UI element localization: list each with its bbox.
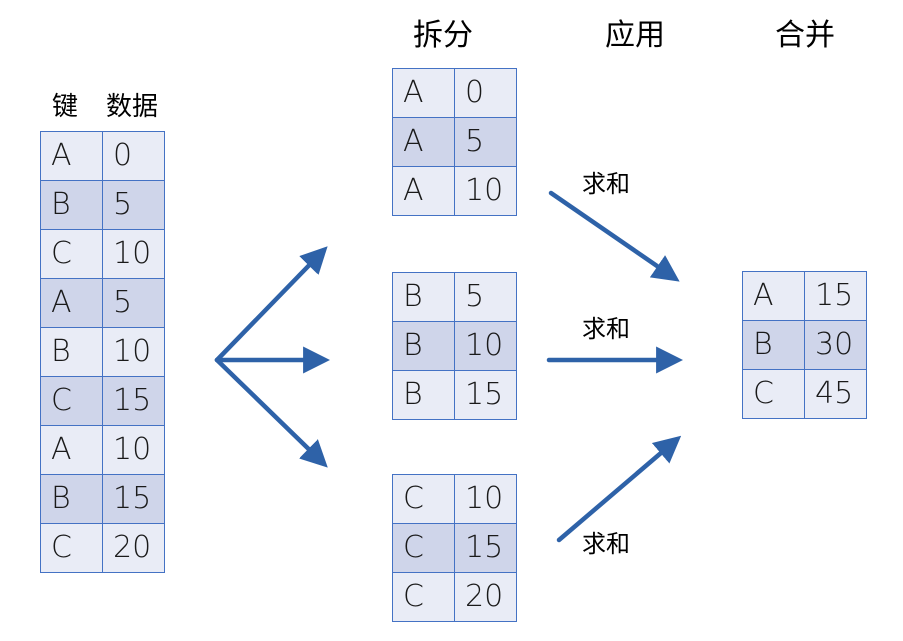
key-cell: B xyxy=(40,180,103,230)
value-cell: 10 xyxy=(102,229,165,279)
value-cell: 15 xyxy=(804,271,867,321)
value-cell: 5 xyxy=(102,278,165,328)
apply-stage-header: 应用 xyxy=(605,18,665,53)
key-cell: A xyxy=(392,117,455,167)
key-cell: C xyxy=(392,523,455,573)
value-cell: 10 xyxy=(454,474,517,524)
key-cell: C xyxy=(742,369,805,419)
apply-label-b: 求和 xyxy=(582,315,630,343)
key-cell: B xyxy=(40,474,103,524)
key-cell: B xyxy=(742,320,805,370)
value-cell: 10 xyxy=(454,321,517,371)
split-stage-header: 拆分 xyxy=(413,18,473,53)
key-cell: A xyxy=(392,68,455,118)
data-column-header: 数据 xyxy=(106,92,159,122)
key-cell: C xyxy=(40,229,103,279)
value-cell: 10 xyxy=(454,166,517,216)
key-cell: B xyxy=(40,327,103,377)
apply-arrow-a xyxy=(548,190,680,282)
key-cell: C xyxy=(40,376,103,426)
key-cell: A xyxy=(40,278,103,328)
key-cell: B xyxy=(392,321,455,371)
value-cell: 10 xyxy=(102,327,165,377)
value-cell: 15 xyxy=(102,376,165,426)
apply-label-a: 求和 xyxy=(582,170,630,198)
value-cell: 15 xyxy=(454,523,517,573)
value-cell: 5 xyxy=(454,117,517,167)
value-cell: 15 xyxy=(102,474,165,524)
key-column-header: 键 xyxy=(52,92,79,122)
value-cell: 0 xyxy=(102,131,165,181)
value-cell: 10 xyxy=(102,425,165,475)
key-cell: A xyxy=(40,425,103,475)
split-arrow-down xyxy=(214,357,328,468)
value-cell: 0 xyxy=(454,68,517,118)
value-cell: 45 xyxy=(804,369,867,419)
key-cell: A xyxy=(742,271,805,321)
split-arrow-up xyxy=(214,246,328,363)
value-cell: 20 xyxy=(102,523,165,573)
value-cell: 5 xyxy=(102,180,165,230)
key-cell: A xyxy=(40,131,103,181)
value-cell: 30 xyxy=(804,320,867,370)
apply-arrow-c xyxy=(556,435,682,543)
value-cell: 15 xyxy=(454,370,517,420)
apply-label-c: 求和 xyxy=(582,530,630,558)
key-cell: B xyxy=(392,370,455,420)
combine-stage-header: 合并 xyxy=(775,18,835,53)
key-cell: C xyxy=(392,474,455,524)
key-cell: B xyxy=(392,272,455,322)
value-cell: 20 xyxy=(454,572,517,622)
key-cell: C xyxy=(392,572,455,622)
